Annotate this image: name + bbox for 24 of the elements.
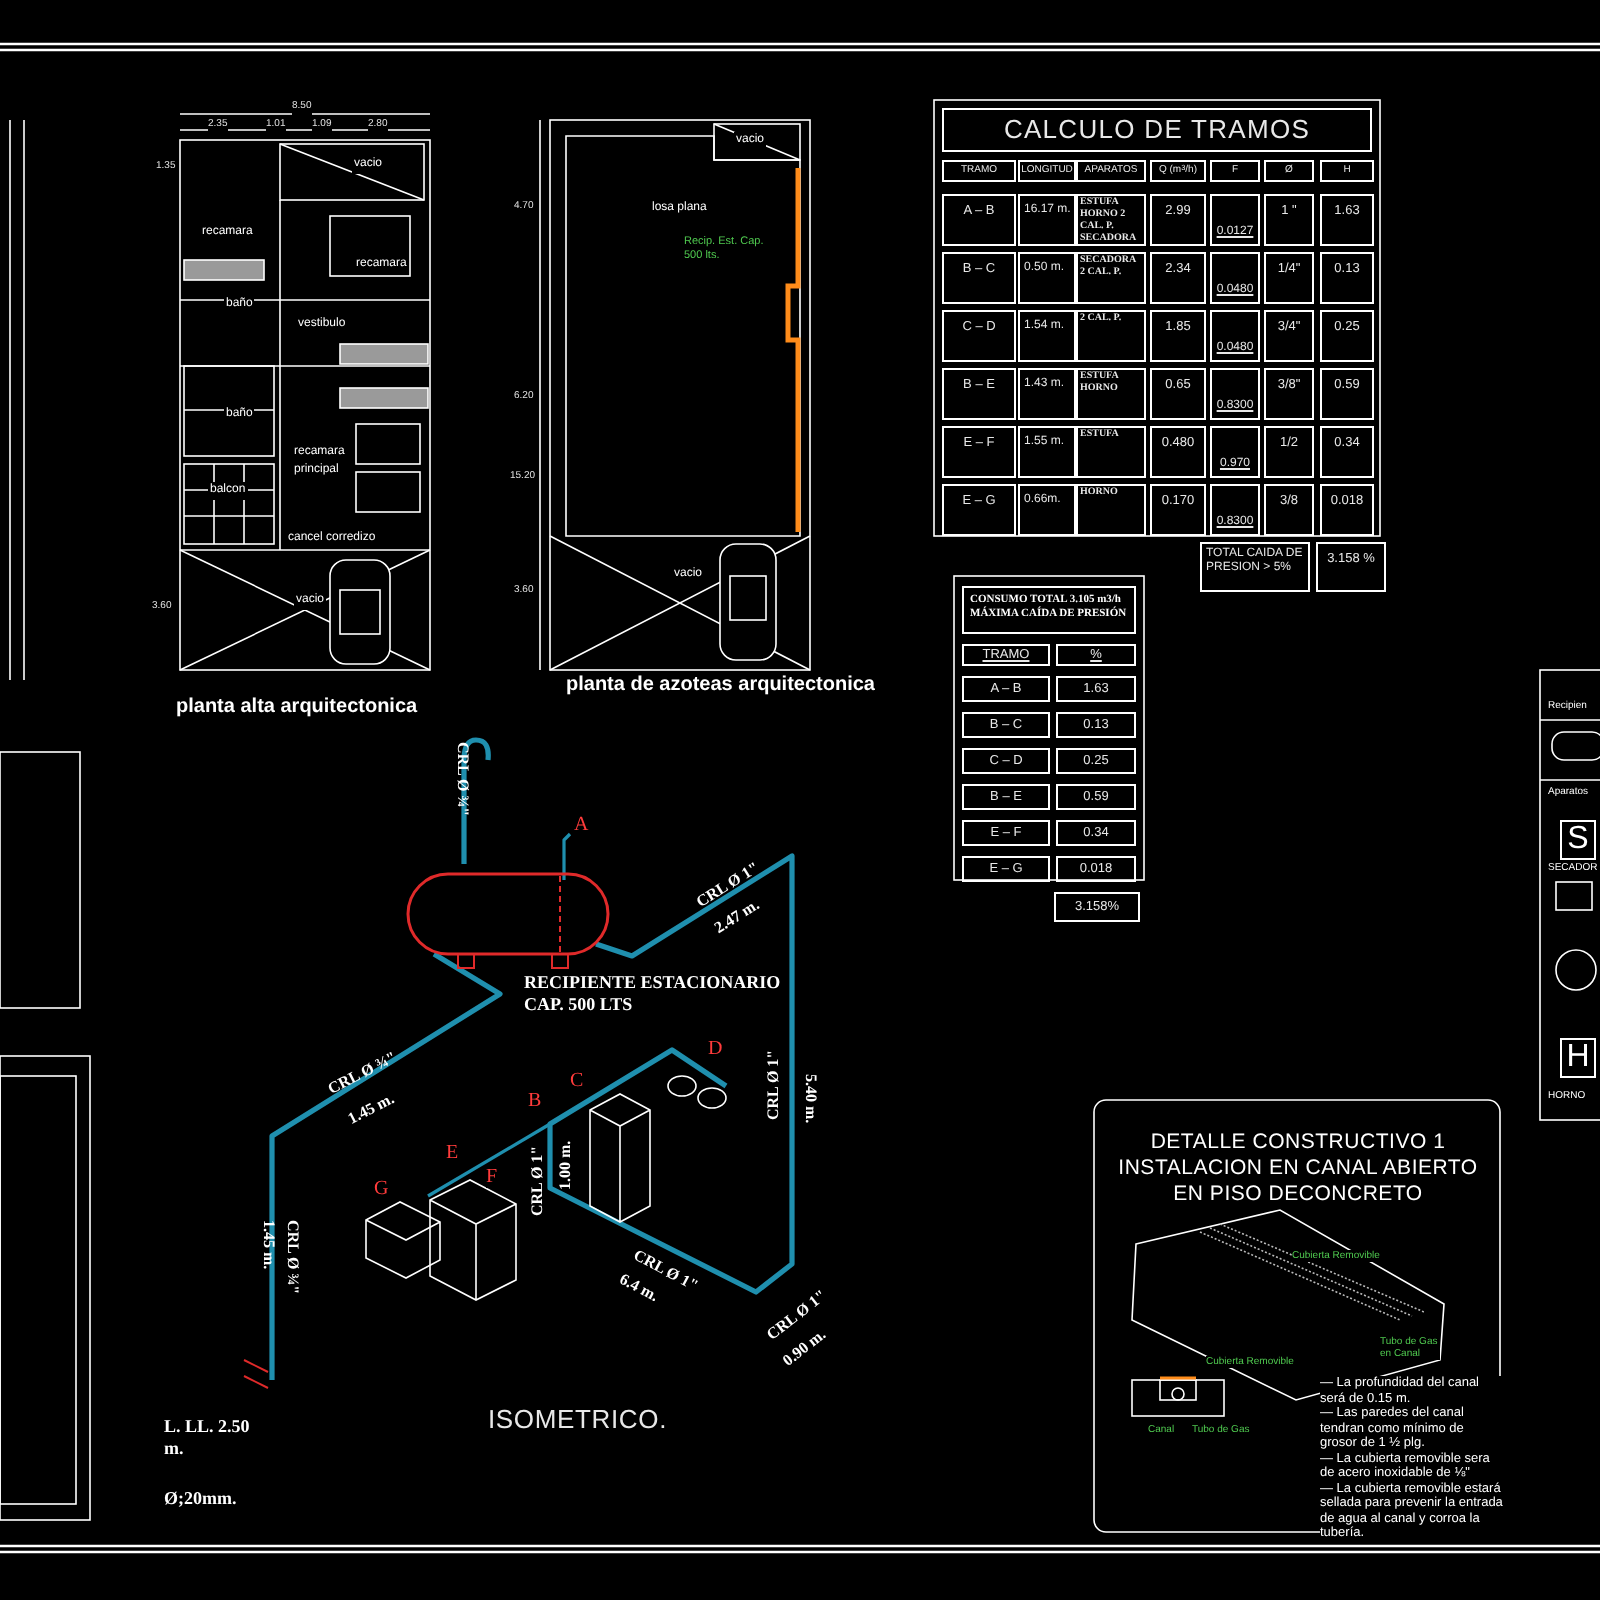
pipe-label: 1.00 m. xyxy=(554,1140,576,1190)
drawing-title: ISOMETRICO. xyxy=(488,1402,668,1438)
tank-label: L. LL. 2.50 m. xyxy=(164,1416,252,1460)
tank-label: Ø;20mm. xyxy=(164,1488,237,1510)
point-letter: G xyxy=(374,1180,389,1200)
point-letter: A xyxy=(574,816,589,836)
point-letter: E xyxy=(446,1144,459,1164)
drawing-title: planta de azoteas arquitectonica xyxy=(566,672,875,700)
pipe-label: CRL Ø 1" xyxy=(526,1145,548,1216)
point-letter: C xyxy=(570,1072,584,1092)
point-letter: B xyxy=(528,1092,542,1112)
symbol-letter: S xyxy=(1560,820,1596,860)
pipe-label: 1.45 m. xyxy=(258,1220,280,1270)
symbol-letter: H xyxy=(1560,1038,1596,1078)
drawing-title: planta alta arquitectonica xyxy=(176,694,418,722)
pipe-label: CRL Ø 1" xyxy=(762,1049,784,1120)
pipe-label: CRL Ø ¾" xyxy=(282,1220,304,1295)
point-letter: F xyxy=(486,1168,498,1188)
tank-label: RECIPIENTE ESTACIONARIO CAP. 500 LTS xyxy=(524,972,783,1016)
pipe-label: 5.40 m. xyxy=(800,1074,822,1124)
pipe-label: CRL Ø ¾" xyxy=(452,742,474,817)
point-letter: D xyxy=(708,1040,723,1060)
table-title: CALCULO DE TRAMOS xyxy=(942,108,1372,152)
detail-title: DETALLE CONSTRUCTIVO 1 INSTALACION EN CANAL ABIERTO EN PISO DECONCRETO xyxy=(1116,1130,1480,1208)
